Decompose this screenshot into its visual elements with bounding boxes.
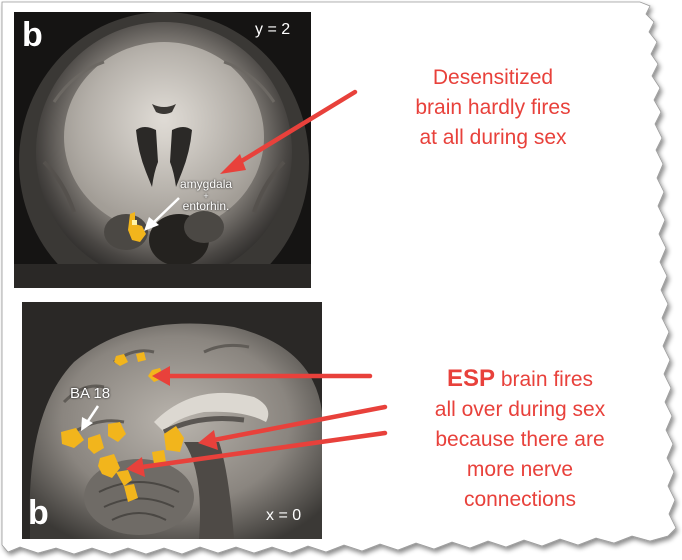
amygdala-label: amygdala + entorhin. [180,177,233,214]
coronal-mri-scan: b y = 2 amygdala + entorhin. [14,12,311,288]
caption-bottom-line1-rest: brain fires [494,368,594,391]
panel-edge-fragment: 2 [6,496,23,529]
amygdala-label-line1: amygdala [180,177,233,191]
esp-emphasis: ESP [446,365,495,392]
caption-bottom-line5: connections [463,488,577,511]
ba18-label: BA 18 [70,385,111,402]
panel-letter-bottom: b [28,494,49,532]
y-coordinate-label: y = 2 [255,21,291,38]
caption-top-line2: brain hardly fires [415,96,571,119]
x-coordinate-label: x = 0 [266,507,302,524]
caption-bottom-line4: more nerve [466,458,574,481]
caption-bottom-line1: ESP brain fires [398,364,642,395]
caption-top-line3: at all during sex [419,126,567,149]
caption-desensitized: Desensitized brain hardly fires at all d… [380,63,606,153]
panel-letter-top: b [22,16,43,54]
caption-bottom-line2: all over during sex [434,398,606,421]
sagittal-mri-scan: 2 b x = 0 BA 18 [4,302,322,539]
amygdala-label-line3: entorhin. [182,198,230,213]
caption-bottom-line3: because there are [435,428,605,451]
caption-top-line1: Desensitized [432,66,554,89]
activation-blob [128,212,146,242]
caption-esp: ESP brain fires all over during sex beca… [398,364,642,515]
amygdala-label-line2: + [203,190,209,201]
